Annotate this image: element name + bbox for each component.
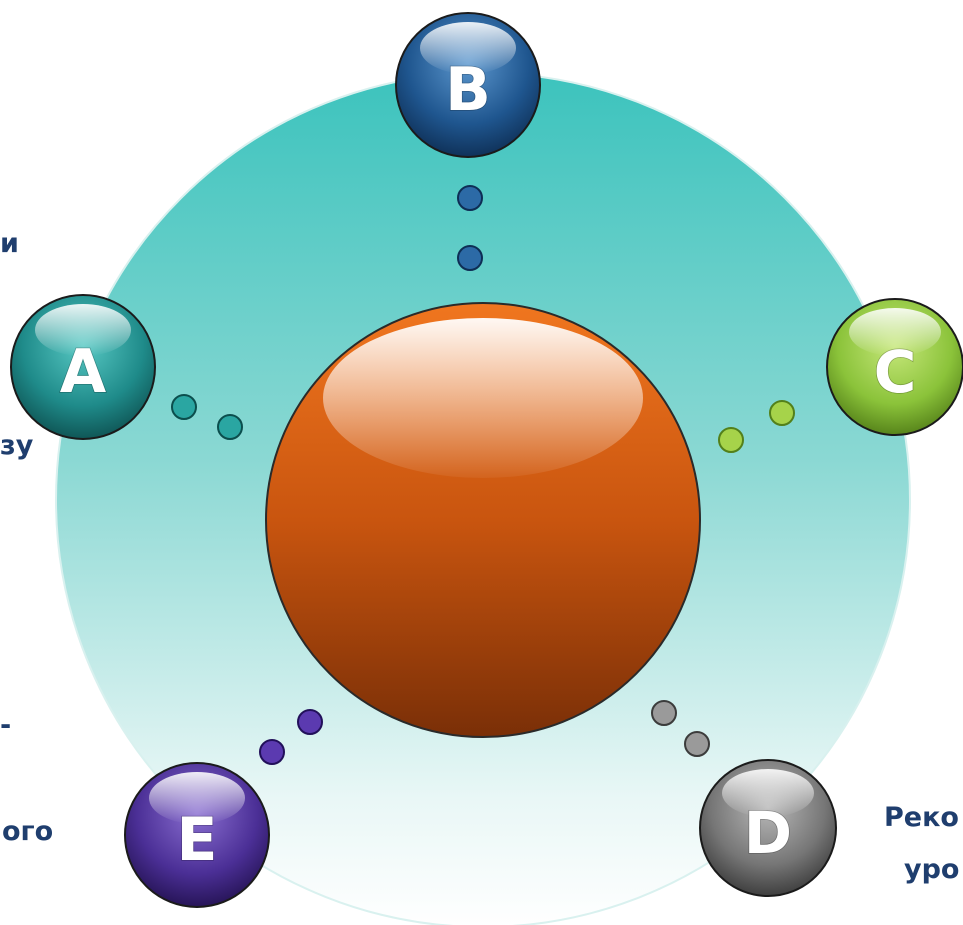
connector-dots-d — [651, 700, 710, 757]
connector-dot — [297, 709, 323, 735]
side-text-left-4: ого — [2, 816, 54, 847]
node-b[interactable]: B — [395, 12, 541, 158]
side-text-right-2: уро — [904, 854, 960, 885]
connector-dots-b — [457, 185, 483, 271]
node-a[interactable]: A — [10, 294, 156, 440]
connector-dots-e — [259, 709, 323, 765]
node-e[interactable]: E — [124, 762, 270, 908]
connector-dot — [259, 739, 285, 765]
connector-dot — [651, 700, 677, 726]
side-text-left-3: - — [0, 710, 12, 741]
node-label: B — [445, 55, 491, 125]
node-label: A — [60, 337, 107, 407]
center-sphere — [265, 302, 701, 738]
connector-dot — [457, 245, 483, 271]
connector-dot — [171, 394, 197, 420]
node-label: E — [177, 805, 218, 875]
node-c[interactable]: C — [826, 298, 963, 436]
side-text-left-2: зу — [0, 430, 34, 461]
connector-dot — [718, 427, 744, 453]
connector-dot — [769, 400, 795, 426]
connector-dots-c — [718, 400, 795, 453]
connector-dot — [457, 185, 483, 211]
connector-dot — [217, 414, 243, 440]
connector-dot — [684, 731, 710, 757]
node-d[interactable]: D — [699, 759, 837, 897]
node-label: C — [874, 338, 917, 406]
node-label: D — [744, 799, 792, 867]
side-text-left-1: и — [0, 228, 19, 259]
connector-dots-a — [171, 394, 243, 440]
side-text-right-1: Реко — [884, 802, 959, 833]
